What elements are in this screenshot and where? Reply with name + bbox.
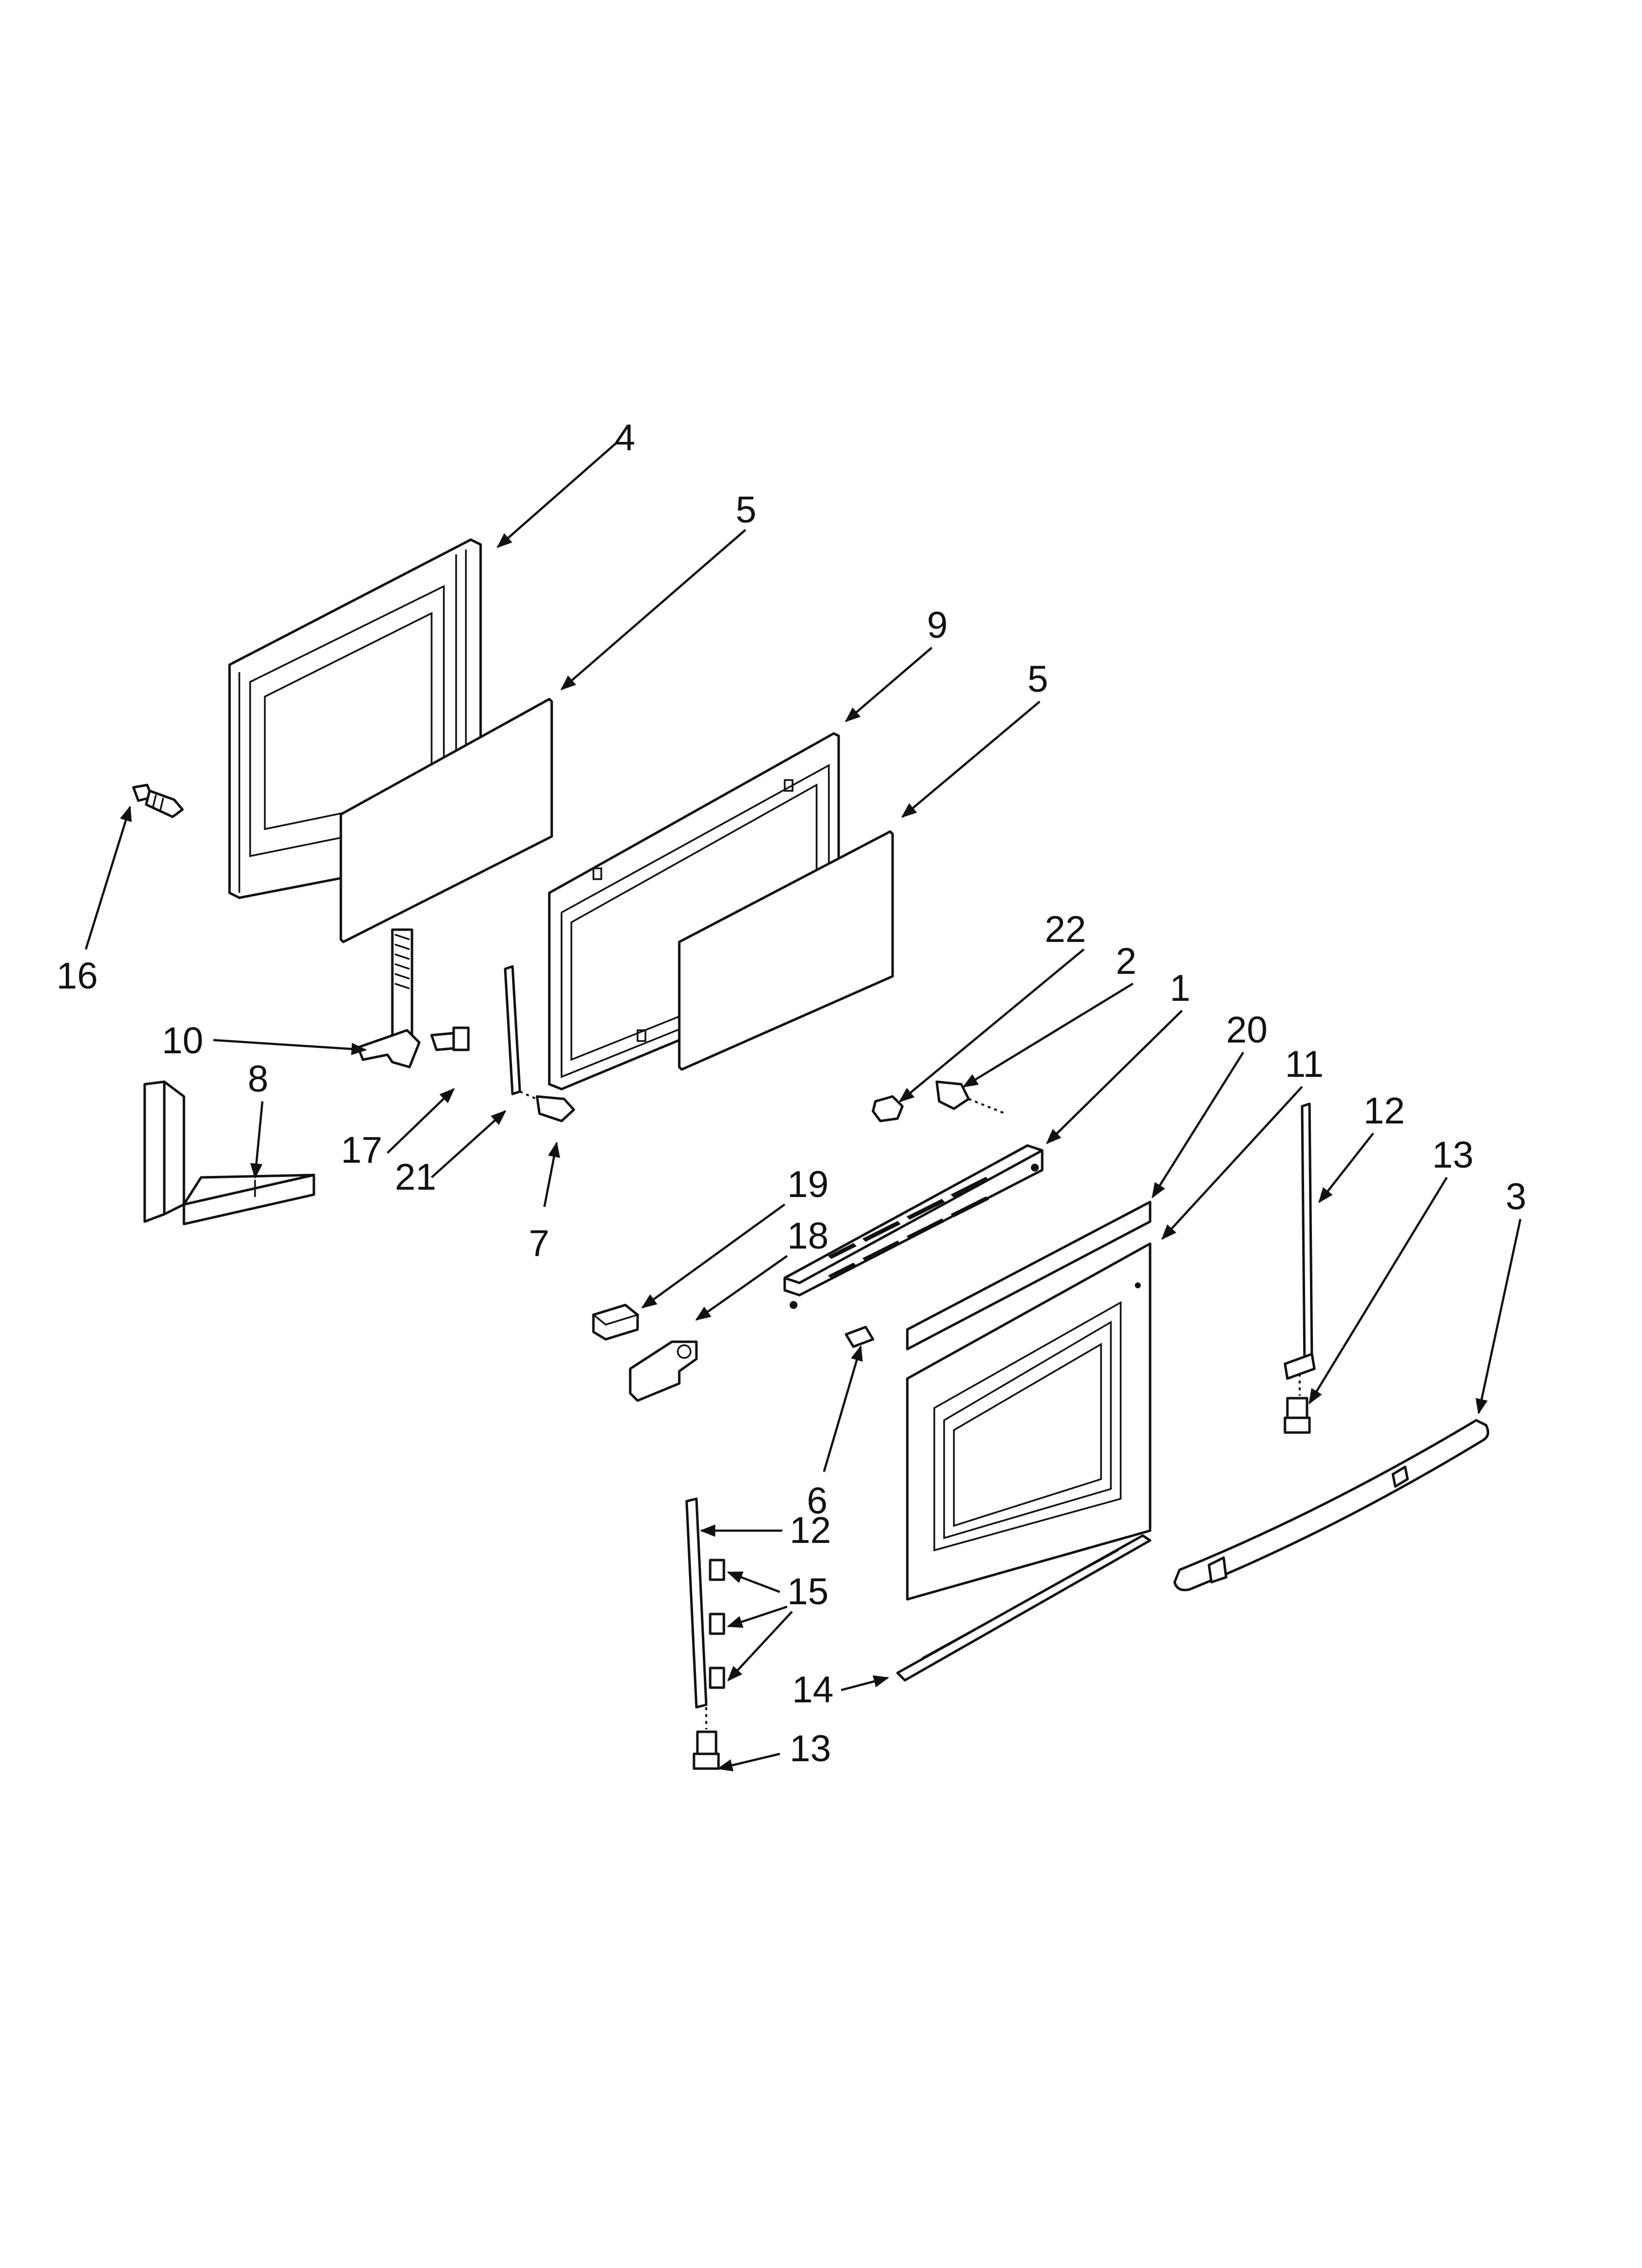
callout-2: 2 <box>1116 940 1136 982</box>
callout-5-lower: 5 <box>1027 658 1048 700</box>
screw-7 <box>519 1091 575 1122</box>
callout-1: 1 <box>1170 967 1190 1009</box>
spacer-6 <box>845 1326 874 1348</box>
vent-channel-1 <box>783 1144 1044 1309</box>
side-strip-12-right <box>1283 1102 1316 1380</box>
callout-12-left: 12 <box>790 1510 831 1551</box>
screw-13-left <box>693 1707 720 1770</box>
callout-12-right: 12 <box>1363 1090 1405 1132</box>
callout-3: 3 <box>1506 1176 1526 1218</box>
screw-13-right <box>1283 1374 1311 1434</box>
callout-5-upper: 5 <box>736 489 756 531</box>
callout-19: 19 <box>787 1164 829 1205</box>
callout-17: 17 <box>341 1129 383 1171</box>
callout-10: 10 <box>162 1020 204 1062</box>
screw-2 <box>935 1080 1006 1115</box>
callout-9: 9 <box>927 604 948 646</box>
callout-11: 11 <box>1285 1043 1324 1085</box>
outer-door-panel <box>906 1242 1152 1601</box>
bracket-18 <box>629 1340 698 1402</box>
nut-22 <box>872 1095 904 1122</box>
door-glass-lower <box>678 830 894 1071</box>
insulation-8 <box>143 1080 315 1225</box>
bottom-trim-14 <box>896 1534 1152 1682</box>
callout-20: 20 <box>1226 1009 1268 1051</box>
callout-14: 14 <box>792 1669 834 1711</box>
callout-4: 4 <box>615 417 635 459</box>
callout-13-right: 13 <box>1432 1134 1474 1176</box>
callout-16: 16 <box>56 955 98 997</box>
block-19 <box>591 1303 640 1341</box>
callout-13-left: 13 <box>790 1728 831 1770</box>
callout-6: 6 <box>807 1480 827 1522</box>
door-glass-upper <box>339 698 553 943</box>
door-handle <box>1173 1419 1489 1591</box>
callout-18: 18 <box>787 1215 829 1257</box>
top-trim-20 <box>906 1200 1152 1351</box>
hinge-screw-17 <box>430 1026 470 1051</box>
side-strip-12-left <box>685 1497 725 1709</box>
callout-8: 8 <box>248 1058 268 1100</box>
door-hinge <box>357 928 421 1069</box>
leader-lines <box>84 441 1522 1772</box>
callout-22: 22 <box>1045 909 1086 950</box>
screw-16 <box>132 783 184 818</box>
side-strip-21 <box>504 965 521 1095</box>
callout-21: 21 <box>395 1156 436 1198</box>
callout-15: 15 <box>787 1571 829 1613</box>
callout-labels: 4 5 9 5 16 22 2 1 20 11 12 13 3 10 8 17 … <box>56 417 1526 1770</box>
callout-7: 7 <box>529 1223 549 1264</box>
